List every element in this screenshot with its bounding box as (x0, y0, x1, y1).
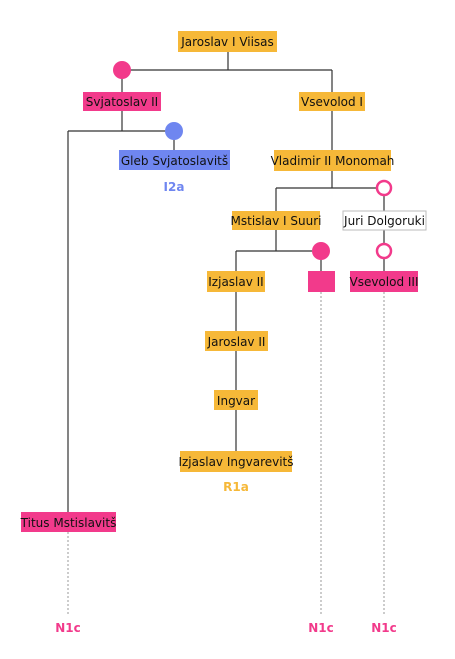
node-titus: Titus Mstislavitš (20, 512, 117, 532)
haplogroup-label-titus: N1c (55, 621, 81, 635)
svg-text:Izjaslav II: Izjaslav II (208, 275, 263, 289)
pink-ring-marker (375, 242, 393, 260)
node-ingvar: Ingvar (214, 390, 258, 410)
haplogroup-label-izjaslav: R1a (223, 480, 249, 494)
svg-text:Juri Dolgoruki: Juri Dolgoruki (343, 214, 425, 228)
svg-text:Vladimir II Monomah: Vladimir II Monomah (271, 154, 395, 168)
svg-text:Gleb Svjatoslavitš: Gleb Svjatoslavitš (121, 154, 228, 168)
pink-dot-marker (113, 61, 131, 79)
node-izjaslav-ii: Izjaslav II (207, 271, 265, 292)
node-vsevolod-i: Vsevolod I (299, 92, 365, 111)
node-vsevolod-iii: Vsevolod III (349, 271, 419, 292)
node-svjatoslav-ii: Svjatoslav II (83, 92, 161, 111)
svg-text:Svjatoslav II: Svjatoslav II (86, 95, 158, 109)
pink-ring-marker (375, 179, 393, 197)
svg-text:Ingvar: Ingvar (217, 394, 255, 408)
svg-text:Titus Mstislavitš: Titus Mstislavitš (20, 516, 117, 530)
node-gleb: Gleb Svjatoslavitš (119, 150, 230, 170)
node-izjaslav-ingvarevits: Izjaslav Ingvarevitš (178, 451, 294, 472)
svg-text:Mstislav I Suuri: Mstislav I Suuri (231, 214, 322, 228)
haplogroup-label-vsevolod-iii: N1c (371, 621, 397, 635)
blue-dot-marker (165, 122, 183, 140)
svg-text:Vsevolod I: Vsevolod I (301, 95, 363, 109)
haplogroup-label-gleb: I2a (164, 180, 185, 194)
node-unnamed-son (308, 271, 335, 292)
dotted-lineage-lines (67, 292, 385, 615)
pink-dot-marker (312, 242, 330, 260)
node-mstislav-i: Mstislav I Suuri (231, 211, 322, 230)
node-juri: Juri Dolgoruki (342, 210, 427, 231)
node-jaroslav-ii: Jaroslav II (205, 331, 268, 351)
svg-text:Jaroslav II: Jaroslav II (207, 335, 266, 349)
node-jaroslav-i: Jaroslav I Viisas (178, 31, 277, 52)
haplogroup-label-mstislav-line: N1c (308, 621, 334, 635)
node-vladimir-ii: Vladimir II Monomah (271, 150, 395, 171)
svg-text:Vsevolod III: Vsevolod III (349, 275, 418, 289)
svg-text:Jaroslav I Viisas: Jaroslav I Viisas (180, 35, 274, 49)
svg-text:Izjaslav Ingvarevitš: Izjaslav Ingvarevitš (178, 455, 293, 469)
